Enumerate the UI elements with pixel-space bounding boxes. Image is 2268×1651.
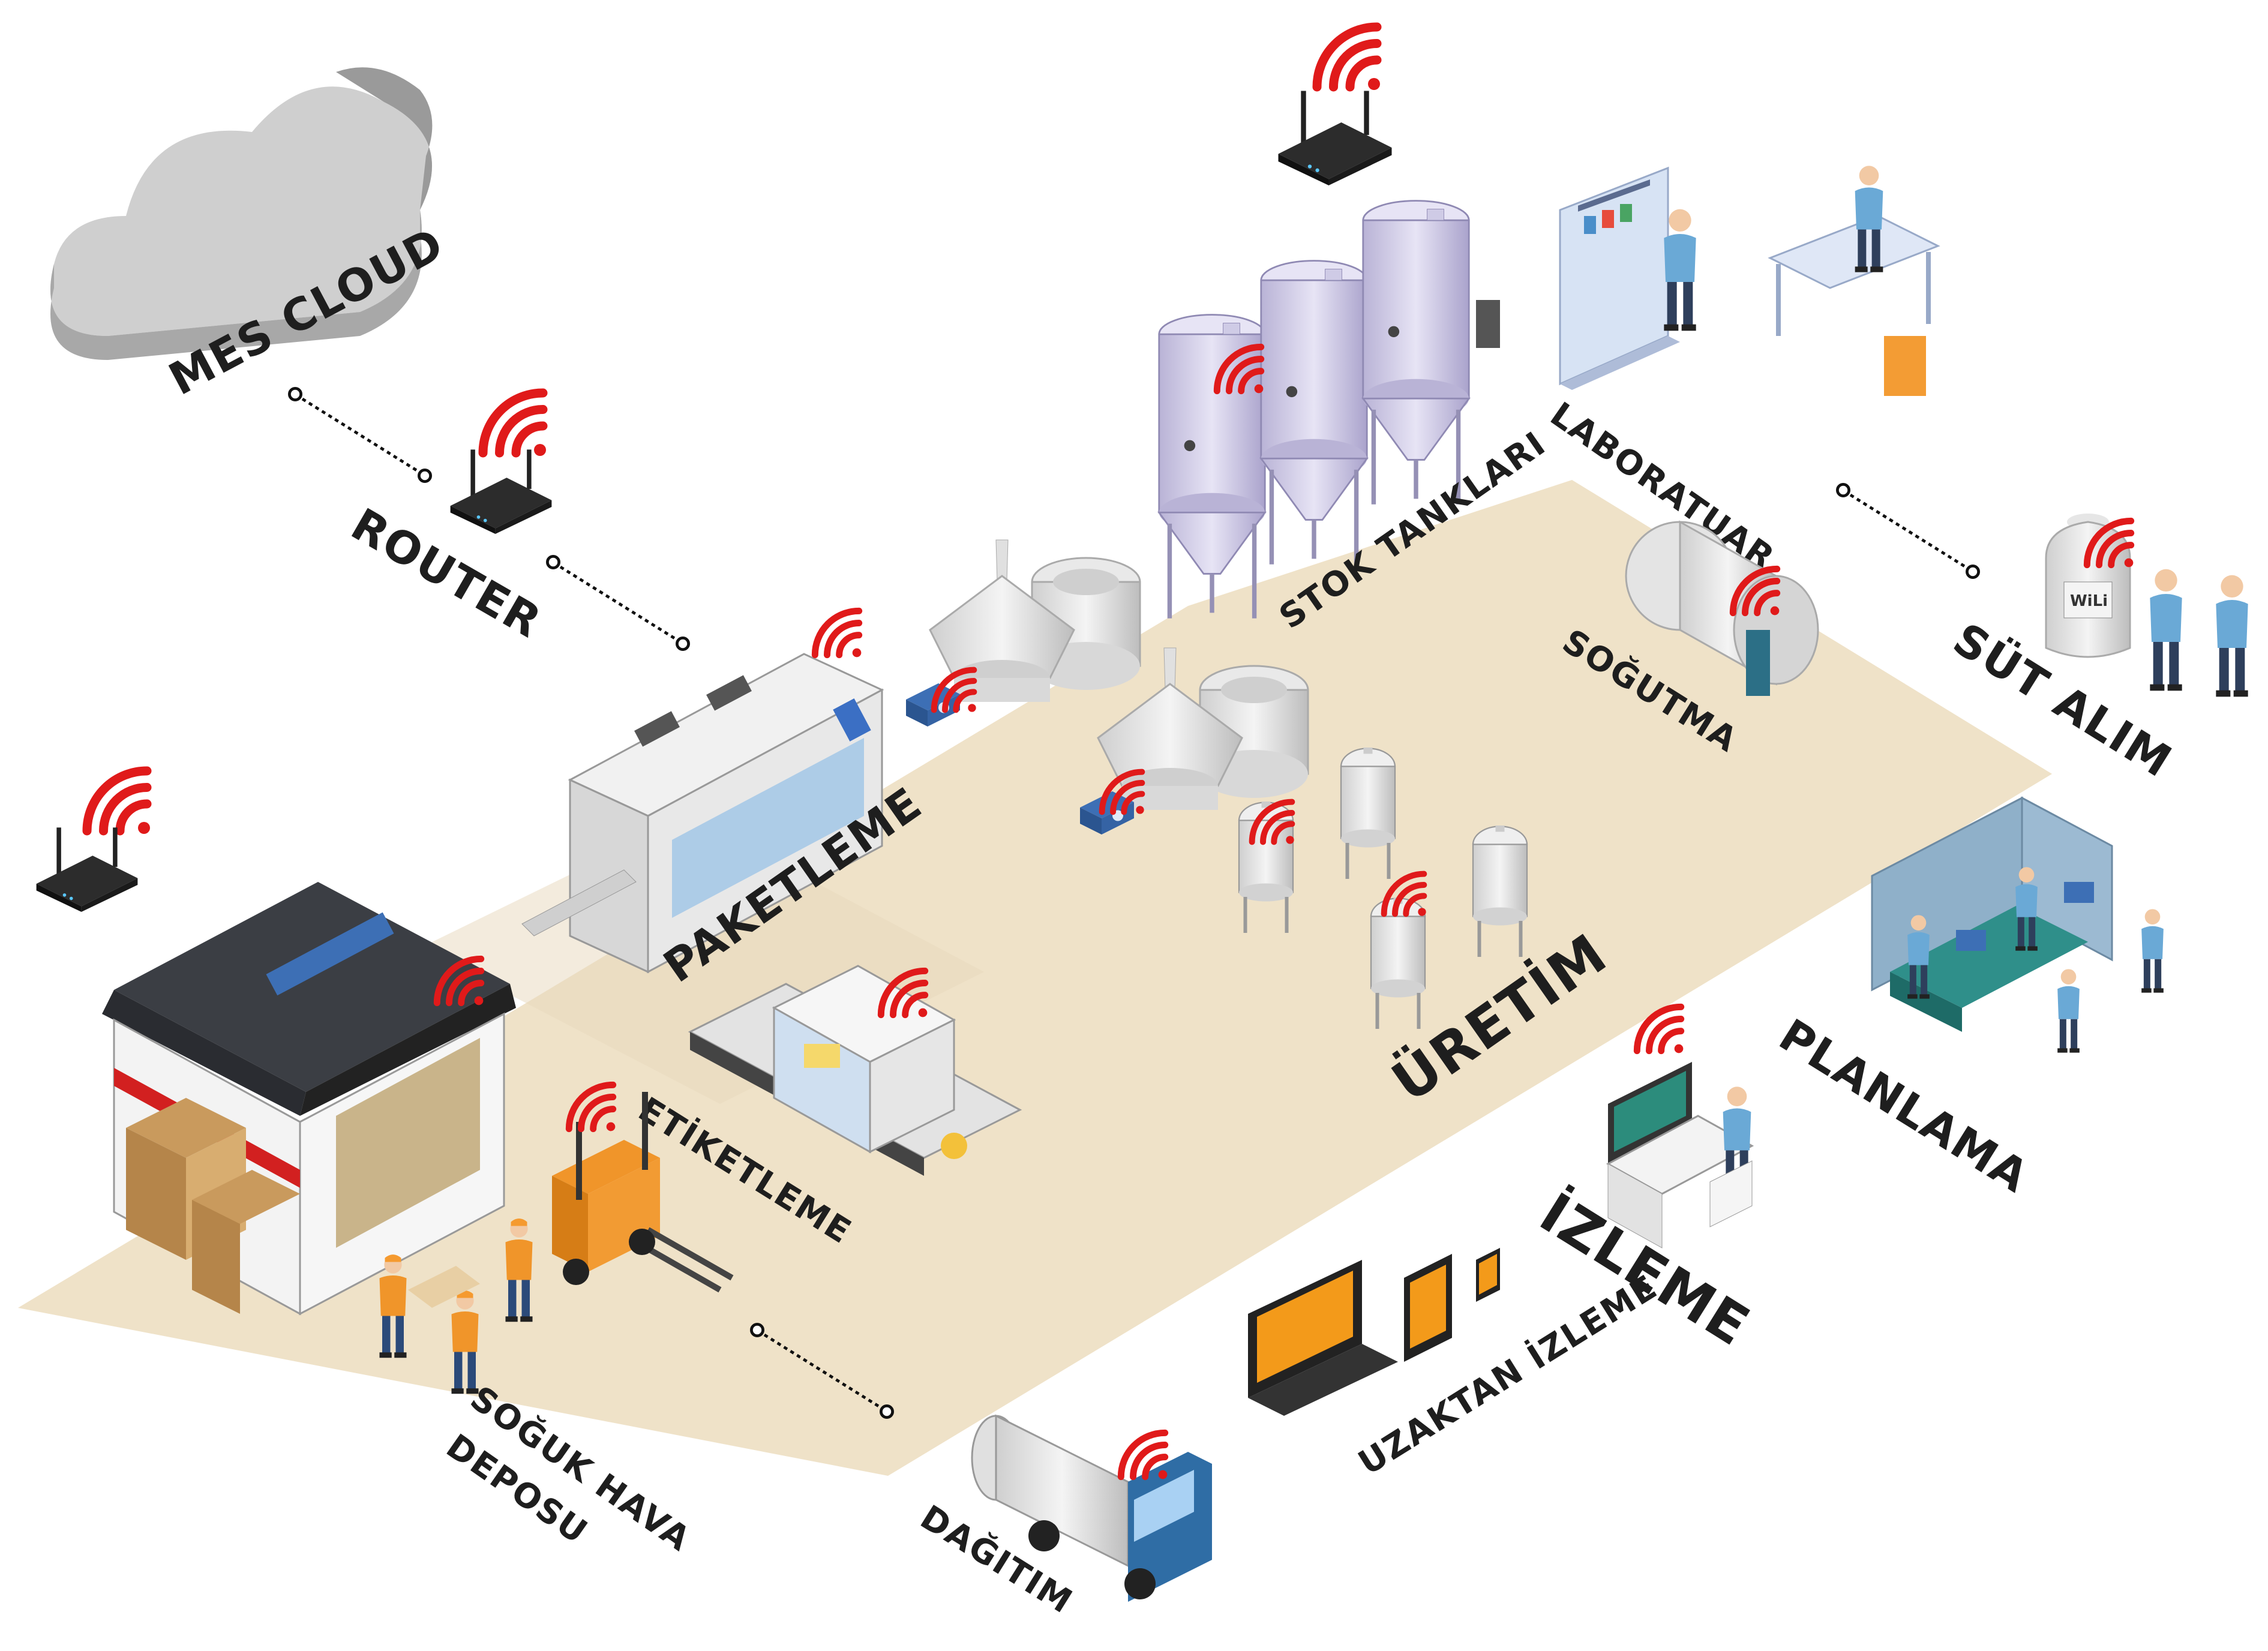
connector-cloud-router [289, 388, 430, 481]
packaging-machine [521, 653, 884, 974]
uzaktan-izleme-label: UZAKTAN İZLEME [1352, 1268, 1664, 1483]
cold-storage-building [102, 882, 516, 1316]
wifi-signal-icon [815, 611, 861, 657]
laptop-icon [1248, 1260, 1398, 1416]
cloud-icon [50, 67, 433, 360]
wireless-router-icon [451, 449, 552, 534]
wifi-signal-icon [87, 771, 150, 834]
connector-router-paketleme [547, 556, 688, 649]
forklift [552, 1092, 734, 1293]
separator-machine [929, 539, 1141, 703]
tank-badge: WiLi [2070, 592, 2108, 610]
milk-reception: WiLi [2045, 514, 2248, 697]
delivery-truck [971, 1414, 1212, 1602]
tablet-icon [1404, 1254, 1452, 1362]
cooling-tank [1625, 520, 1819, 696]
storage-tanks [1158, 200, 1500, 620]
labeling-machine [688, 965, 1022, 1176]
wireless-router-icon [1279, 91, 1392, 186]
monitoring-workstation [1606, 1062, 1754, 1248]
wifi-signal-icon [483, 393, 546, 456]
laboratory-scene [1559, 166, 1940, 396]
phone-icon [1476, 1248, 1500, 1302]
wifi-signal-icon [1121, 1433, 1167, 1479]
wireless-router-icon [37, 827, 138, 912]
planlama-label: PLANLAMA [1770, 1009, 2038, 1203]
wifi-signal-icon [1317, 27, 1380, 90]
connector-lab-sut-alim [1837, 484, 1978, 577]
planning-office [1871, 796, 2164, 1053]
